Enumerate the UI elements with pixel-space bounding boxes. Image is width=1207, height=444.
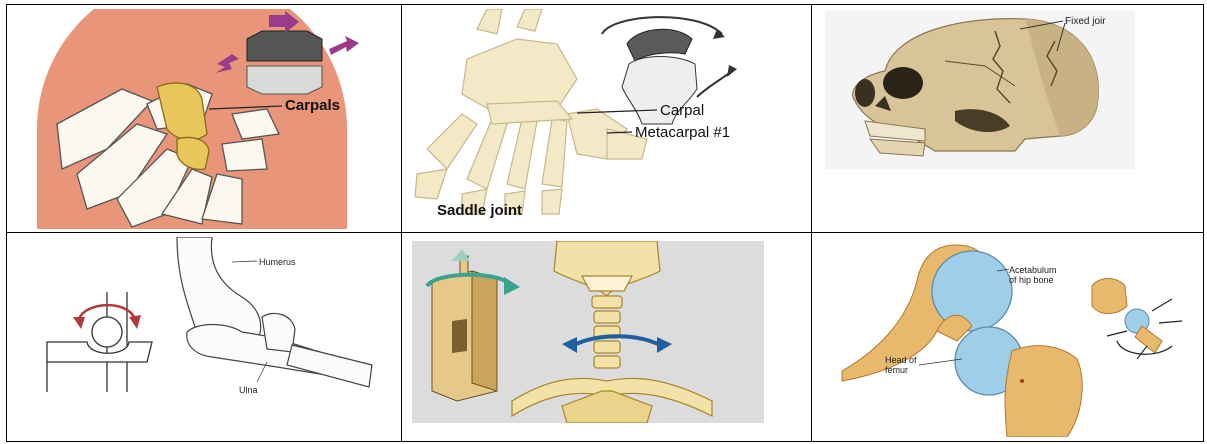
pivot-joint-figure <box>412 241 764 423</box>
femur <box>955 327 1082 437</box>
humerus-label: Humerus <box>259 257 296 267</box>
saddle-joint-figure: Carpal Metacarpal #1 Saddle joint <box>407 9 807 229</box>
carpals-figure: Carpals <box>17 9 397 229</box>
saddle-joint-title: Saddle joint <box>437 202 522 219</box>
metacarpal-label: Metacarpal #1 <box>635 124 730 141</box>
femoral-head-label-line1: Head of <box>885 355 917 365</box>
skull-figure: Fixed joir <box>825 11 1135 169</box>
image-grid-table: Carpals <box>6 4 1204 442</box>
grid-divider <box>401 5 402 441</box>
grid-divider <box>811 5 812 441</box>
fixed-joint-label: Fixed joir <box>1065 16 1106 27</box>
acetabulum-socket <box>932 251 1012 331</box>
ulna-label: Ulna <box>239 385 258 395</box>
carpal-label: Carpal <box>660 102 704 119</box>
ball-socket-model <box>1092 279 1162 354</box>
acetabulum-label-line1: Acetabulum <box>1009 265 1057 275</box>
grid-divider <box>7 232 1203 233</box>
hip-ball-socket-figure: Acetabulum of hip bone Head of femur <box>837 241 1202 437</box>
femoral-head-label-line2: femur <box>885 365 908 375</box>
elbow-hinge-figure: Humerus Ulna <box>17 237 397 441</box>
carpals-label: Carpals <box>285 97 340 114</box>
acetabulum-label-line2: of hip bone <box>1009 275 1054 285</box>
